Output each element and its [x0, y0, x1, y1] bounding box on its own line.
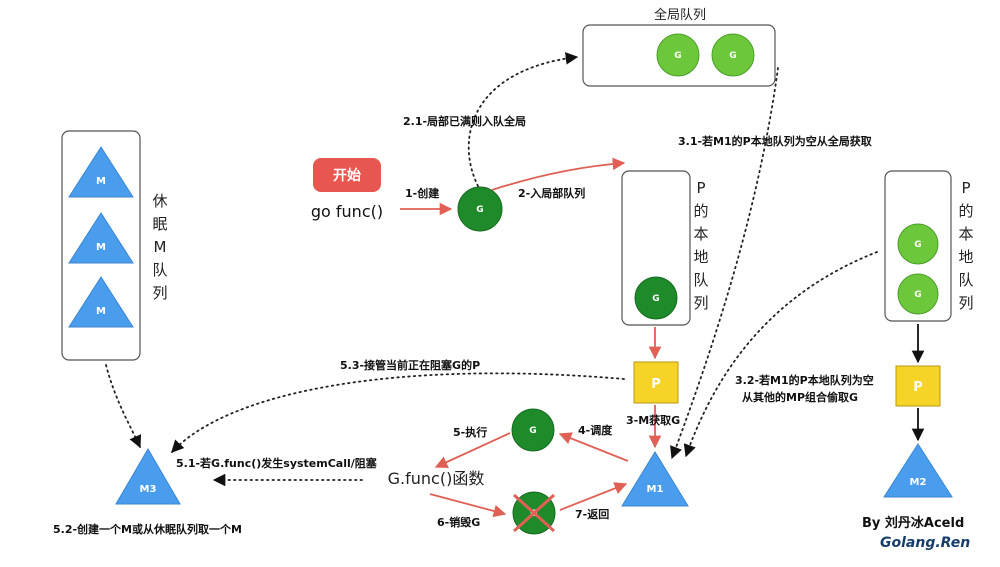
thread-m3: [115, 448, 181, 505]
step-6-label: 6-销毁G: [437, 515, 480, 529]
sleep-queue-thread: M: [68, 212, 134, 264]
svg-text:的: 的: [958, 202, 973, 220]
svg-text:G: G: [674, 51, 681, 61]
svg-text:眠: 眠: [152, 215, 167, 233]
thread-m1-label: M1: [647, 484, 664, 495]
arrow-to-global-queue: [467, 52, 579, 187]
svg-text:的: 的: [693, 202, 708, 220]
p2-local-goroutine: G: [897, 223, 939, 265]
step-5-2-label: 5.2-创建一个M或从休眠队列取一个M: [53, 522, 242, 536]
svg-text:列: 列: [958, 294, 973, 312]
author-credit: By 刘丹冰Aceld: [862, 515, 964, 531]
step-2-1-label: 2.1-局部已满则入队全局: [403, 114, 526, 128]
processor-p1-label: P: [651, 377, 661, 392]
step-4-label: 4-调度: [578, 423, 613, 437]
svg-text:休: 休: [152, 192, 167, 210]
svg-text:G: G: [652, 294, 659, 304]
svg-text:地: 地: [958, 248, 973, 266]
svg-text:P: P: [696, 179, 705, 197]
global-queue-title: 全局队列: [654, 7, 706, 23]
arrow-wake-m: [105, 364, 142, 449]
sleep-m-queue-title: 休 眠 M 队 列: [152, 192, 167, 302]
step-3-1-label: 3.1-若M1的P本地队列为空从全局获取: [678, 134, 872, 148]
svg-text:P: P: [961, 179, 970, 197]
svg-text:G: G: [914, 240, 921, 250]
p2-local-goroutine: G: [897, 273, 939, 315]
arrow-destroy: [429, 493, 507, 518]
thread-m2-label: M2: [910, 477, 927, 488]
svg-text:列: 列: [152, 284, 167, 302]
step-1-label: 1-创建: [405, 186, 440, 200]
p1-local-goroutine: G: [634, 276, 678, 320]
p1-local-queue-title: P 的 本 地 队 列: [693, 179, 708, 312]
arrow-execute: [434, 432, 511, 468]
processor-p2: [895, 365, 941, 407]
svg-text:列: 列: [693, 294, 708, 312]
global-queue-goroutine: G: [656, 33, 700, 77]
arrow-schedule: [558, 432, 629, 462]
arrow-steal-from-other-p: [683, 251, 878, 458]
svg-text:本: 本: [693, 225, 708, 243]
arrow-take-over-p: [171, 372, 625, 453]
site-credit: Golang.Ren: [880, 535, 970, 551]
start-button: [313, 158, 381, 192]
p2-local-queue-title: P 的 本 地 队 列: [958, 179, 973, 312]
thread-m3-label: M3: [140, 484, 157, 495]
svg-text:队: 队: [693, 271, 708, 289]
svg-text:G: G: [914, 290, 921, 300]
svg-text:M: M: [96, 306, 106, 317]
svg-text:队: 队: [152, 261, 167, 279]
step-5-label: 5-执行: [453, 425, 487, 439]
step-7-label: 7-返回: [575, 507, 609, 521]
start-label: 开始: [333, 167, 361, 184]
step-5-1-label: 5.1-若G.func()发生systemCall/阻塞: [176, 456, 378, 470]
step-2-label: 2-入局部队列: [518, 186, 585, 200]
step-3-2-label-line1: 3.2-若M1的P本地队列为空: [735, 373, 874, 387]
thread-m2: [883, 443, 953, 498]
svg-text:本: 本: [958, 225, 973, 243]
arrow-enter-local-queue: [491, 157, 626, 191]
svg-text:M: M: [96, 242, 106, 253]
step-3-label: 3-M获取G: [626, 413, 680, 427]
new-goroutine: G: [457, 186, 503, 232]
svg-text:队: 队: [958, 271, 973, 289]
step-5-3-label: 5.3-接管当前正在阻塞G的P: [340, 358, 480, 372]
processor-p1: [633, 361, 679, 404]
global-queue-goroutine: G: [711, 33, 755, 77]
svg-text:G: G: [729, 51, 736, 61]
svg-text:G: G: [529, 426, 536, 436]
processor-p2-label: P: [913, 380, 923, 395]
sleep-queue-thread: M: [68, 146, 134, 198]
thread-m1: [621, 451, 689, 507]
svg-text:G: G: [476, 205, 483, 215]
go-func-code: go func(): [311, 202, 383, 221]
cross-icon: [512, 493, 556, 533]
executing-goroutine: G: [511, 408, 555, 452]
svg-text:M: M: [96, 176, 106, 187]
sleep-queue-thread: M: [68, 276, 134, 328]
arrow-return: [559, 482, 628, 511]
step-3-2-label-line2: 从其他的MP组合偷取G: [742, 390, 858, 404]
svg-text:M: M: [154, 238, 167, 256]
g-func-call: G.func()函数: [388, 469, 485, 488]
svg-text:地: 地: [693, 248, 708, 266]
